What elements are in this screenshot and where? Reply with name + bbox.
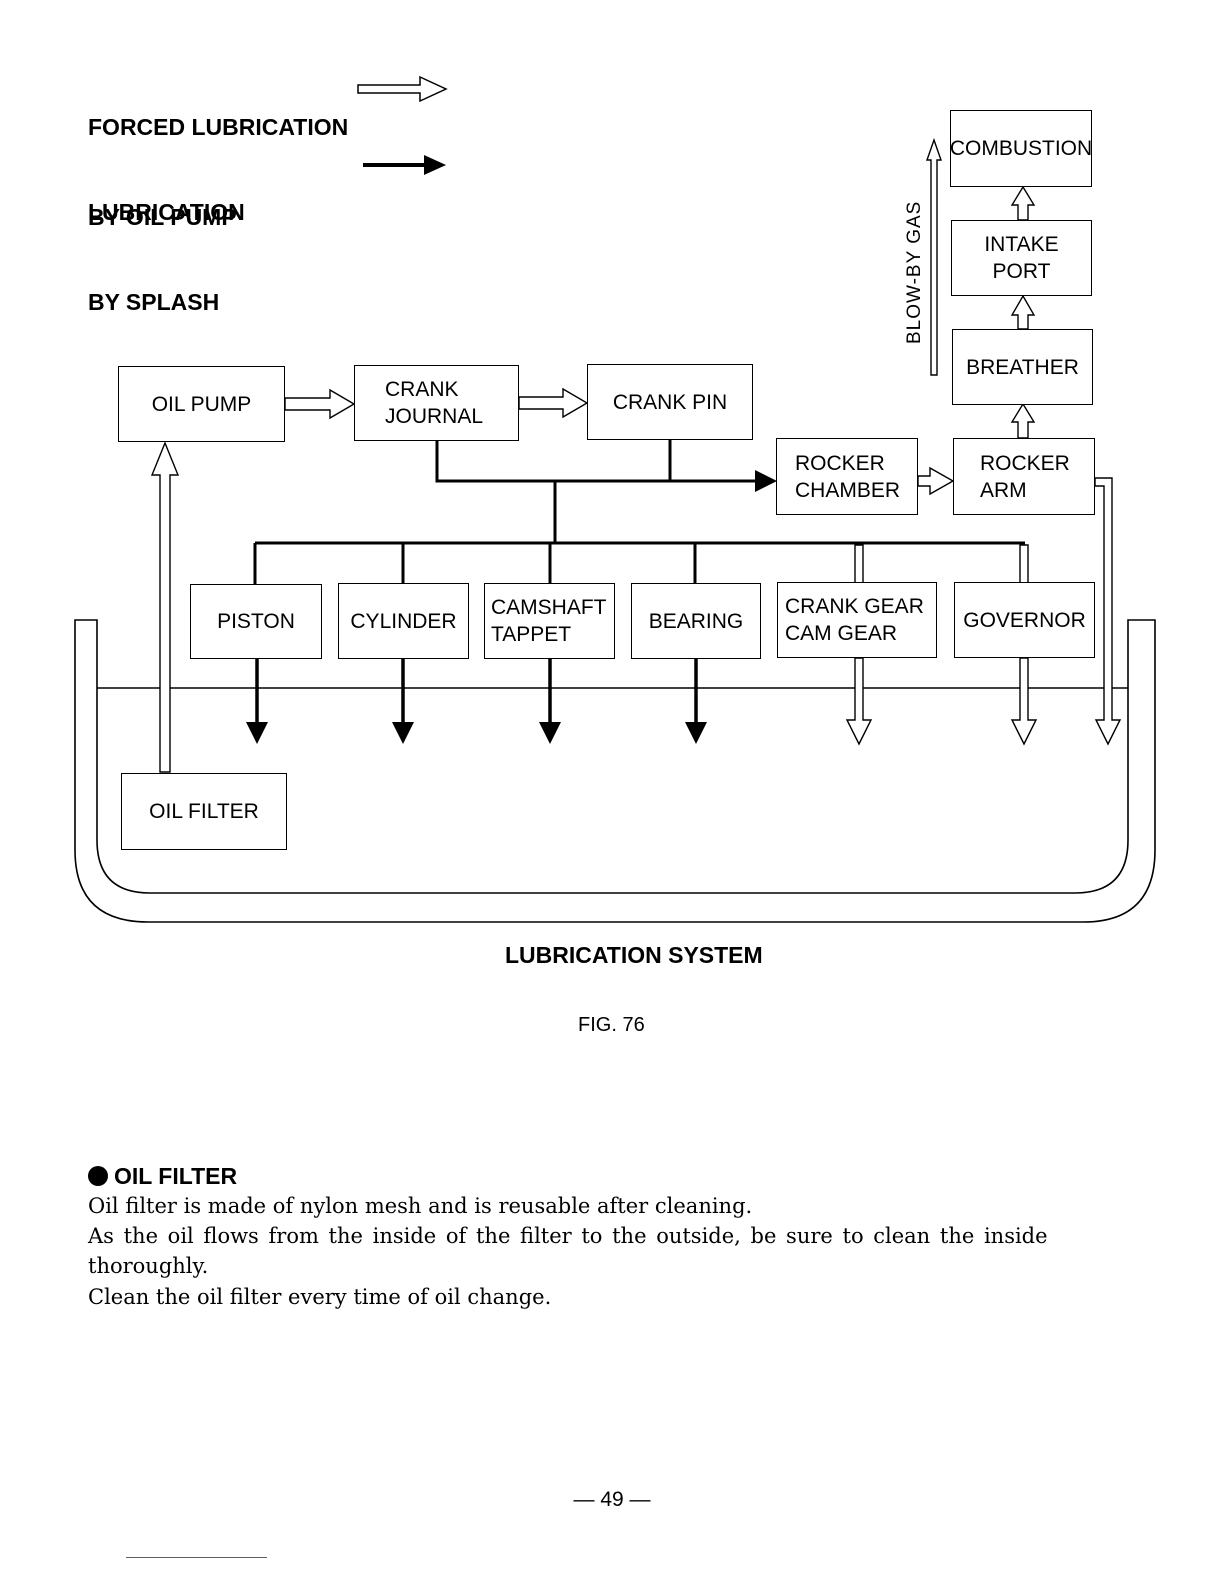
governor-label: GOVERNOR bbox=[963, 608, 1086, 632]
page-number: — 49 — bbox=[573, 1488, 651, 1511]
legend-splash-line2: BY SPLASH bbox=[88, 289, 220, 315]
legend-forced-label: FORCED LUBRICATION BY OIL PUMP bbox=[88, 52, 348, 292]
piston-label: PISTON bbox=[217, 610, 295, 633]
legend-forced-line2: BY OIL PUMP bbox=[88, 204, 237, 230]
rocker-arm-label: ROCKER ARM bbox=[980, 451, 1070, 502]
paragraph-line-3: thoroughly. bbox=[88, 1254, 209, 1278]
paragraph-line-1: Oil filter is made of nylon mesh and is … bbox=[88, 1194, 753, 1218]
forced-arrows bbox=[150, 137, 1122, 773]
piston-box: PISTON bbox=[190, 584, 322, 659]
rocker-chamber-box: ROCKER CHAMBER bbox=[776, 438, 918, 515]
oil-pump-box: OIL PUMP bbox=[118, 366, 285, 442]
arrow-to-rocker-chamber-icon bbox=[755, 470, 777, 492]
section-heading-text: OIL FILTER bbox=[114, 1163, 238, 1189]
legend-splash-label: LUBRICATION BY SPLASH bbox=[88, 137, 245, 377]
cylinder-label: CYLINDER bbox=[350, 609, 457, 633]
combustion-label: COMBUSTION bbox=[949, 137, 1093, 160]
crank-gear-cam-gear-label: CRANK GEAR CAM GEAR bbox=[785, 595, 924, 645]
bearing-label: BEARING bbox=[648, 609, 744, 633]
figure-caption: LUBRICATION SYSTEM bbox=[505, 942, 763, 968]
section-heading: OIL FILTER bbox=[88, 1163, 237, 1190]
breather-label: BREATHER bbox=[966, 355, 1079, 379]
governor-box: GOVERNOR bbox=[954, 582, 1095, 658]
crank-journal-box: CRANK JOURNAL bbox=[354, 365, 519, 441]
rocker-chamber-label: ROCKER CHAMBER bbox=[795, 451, 901, 502]
legend-splash-arrow-icon bbox=[363, 155, 446, 175]
oil-pan bbox=[74, 619, 1156, 923]
crank-pin-box: CRANK PIN bbox=[587, 364, 753, 440]
bearing-box: BEARING bbox=[631, 583, 761, 659]
blow-by-gas-label: BLOW-BY GAS bbox=[904, 200, 925, 344]
camshaft-tappet-box: CAMSHAFT TAPPET bbox=[484, 583, 615, 659]
oil-filter-label: OIL FILTER bbox=[149, 800, 259, 823]
intake-port-label: INTAKE PORT bbox=[984, 233, 1059, 283]
intake-port-box: INTAKE PORT bbox=[951, 220, 1092, 296]
rocker-arm-box: ROCKER ARM bbox=[953, 438, 1095, 515]
paragraph-line-2: As the oil flows from the inside of the … bbox=[88, 1224, 1048, 1248]
oil-pump-label: OIL PUMP bbox=[151, 392, 252, 416]
crank-journal-label: CRANK JOURNAL bbox=[385, 378, 484, 428]
crank-pin-label: CRANK PIN bbox=[612, 390, 728, 414]
footer-rule bbox=[126, 1557, 267, 1558]
legend-forced-arrow-icon bbox=[357, 75, 448, 103]
camshaft-tappet-label: CAMSHAFT TAPPET bbox=[491, 596, 607, 646]
oil-filter-box: OIL FILTER bbox=[121, 773, 287, 850]
figure-number: FIG. 76 bbox=[578, 1014, 645, 1036]
breather-box: BREATHER bbox=[952, 329, 1093, 405]
splash-lines bbox=[253, 440, 1025, 584]
cylinder-box: CYLINDER bbox=[338, 583, 469, 659]
bullet-icon bbox=[88, 1166, 108, 1186]
splash-drip-arrows bbox=[246, 659, 707, 744]
paragraph-line-4: Clean the oil filter every time of oil c… bbox=[88, 1285, 552, 1309]
crank-gear-cam-gear-box: CRANK GEAR CAM GEAR bbox=[777, 582, 937, 658]
legend-forced-line1: FORCED LUBRICATION bbox=[88, 114, 349, 140]
legend-splash-line1: LUBRICATION bbox=[88, 199, 245, 225]
combustion-box: COMBUSTION bbox=[950, 110, 1092, 187]
